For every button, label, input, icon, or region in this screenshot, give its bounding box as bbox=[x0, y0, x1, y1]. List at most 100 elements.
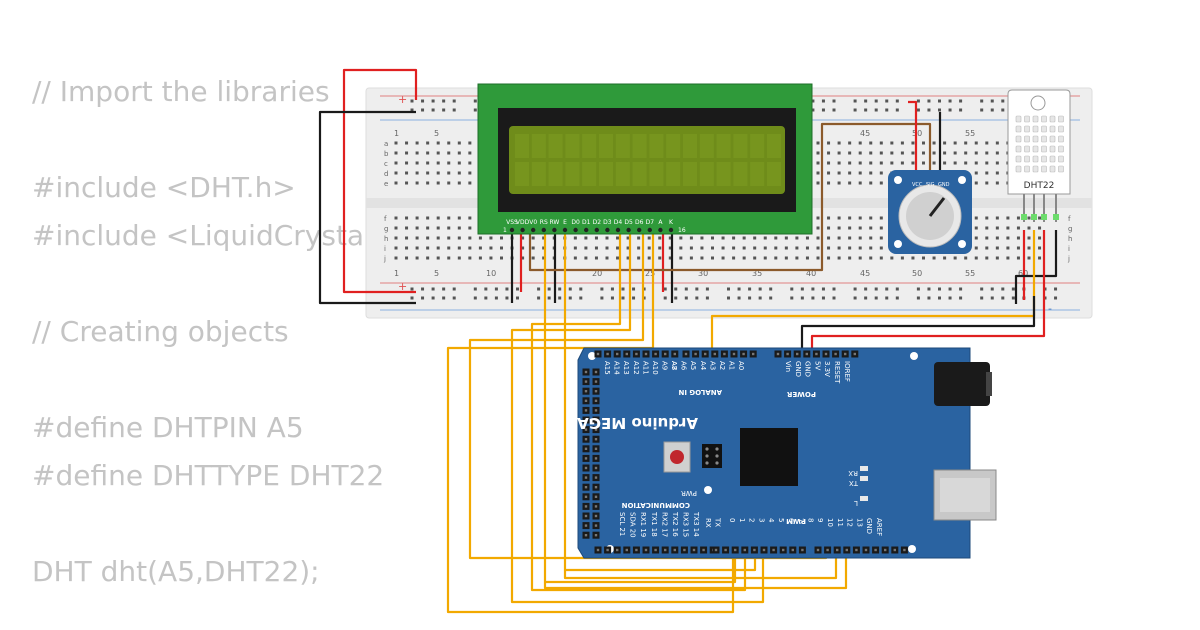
potentiometer: VCC SIG GND bbox=[888, 170, 972, 254]
mega-pin-label: SCL 21 bbox=[618, 512, 626, 536]
mega-pin-label: TX bbox=[714, 517, 722, 527]
code-line: #include <DHT.h> bbox=[32, 171, 296, 204]
column-number: 50 bbox=[912, 269, 922, 278]
mega-pin-label: 8 bbox=[806, 518, 814, 522]
code-line: // Creating objects bbox=[32, 315, 289, 348]
sensor-label: DHT22 bbox=[1024, 181, 1055, 191]
wire-orange-dht-data bbox=[710, 230, 1036, 352]
mega-pin-label: AREF bbox=[875, 518, 883, 536]
lcd-pin-label: D5 bbox=[624, 219, 633, 226]
row-letter: h bbox=[384, 235, 388, 243]
led-label-tx: TX bbox=[849, 479, 859, 487]
column-number: 5 bbox=[434, 269, 439, 278]
column-number: 25 bbox=[645, 269, 655, 278]
mega-pin-label: A8 bbox=[670, 361, 678, 370]
wire-black-mega-gnd bbox=[800, 296, 1036, 352]
lcd-pin-label: D4 bbox=[614, 219, 623, 226]
wire-orange-extra-2 bbox=[543, 548, 848, 590]
arduino-mega-board: Arduino MEGA ANALOG IN POWER COMMUNICATI… bbox=[577, 347, 997, 559]
row-letter: g bbox=[1068, 225, 1072, 233]
lcd-pin-label: D7 bbox=[646, 219, 655, 226]
mega-pin-label: A11 bbox=[641, 361, 649, 375]
power-header-label: POWER bbox=[786, 390, 816, 398]
mega-pin-label: 4 bbox=[767, 518, 775, 523]
column-number: 55 bbox=[965, 269, 975, 278]
rail-plus-label: + bbox=[398, 280, 407, 293]
mega-pin-label: 6 bbox=[787, 518, 795, 523]
mega-pin-label: Vin bbox=[784, 361, 792, 372]
wire-orange-lcd-d5 bbox=[510, 230, 765, 604]
mega-pin-label: IOREF bbox=[843, 361, 851, 382]
mega-pin-label: A12 bbox=[632, 361, 640, 375]
mega-pin-label: 7 bbox=[797, 518, 805, 522]
column-number: 40 bbox=[806, 269, 816, 278]
wire-orange-extra-1 bbox=[563, 548, 838, 580]
analog-header-label: ANALOG IN bbox=[678, 388, 722, 396]
dht22-vent-grid bbox=[1015, 115, 1064, 173]
lcd-pin-label: D2 bbox=[593, 219, 602, 226]
mega-pin-label: 10 bbox=[826, 518, 834, 527]
mega-pin-label: RX2 17 bbox=[660, 512, 668, 537]
mega-pin-label: 5 bbox=[777, 518, 785, 522]
row-letter: j bbox=[1067, 255, 1070, 263]
lcd-pin-label: D0 bbox=[571, 219, 580, 226]
column-number: 35 bbox=[752, 269, 762, 278]
mega-pin-label: GND bbox=[804, 361, 812, 377]
communication-header-label: COMMUNICATION bbox=[621, 501, 690, 509]
column-number: 1 bbox=[394, 269, 399, 278]
lcd-first-pin: 1 bbox=[503, 227, 507, 234]
lcd-pin-label: D6 bbox=[635, 219, 644, 226]
code-overlay: // Import the libraries #include <DHT.h>… bbox=[32, 68, 482, 596]
mega-pin-label: RX bbox=[704, 518, 712, 528]
mega-pin-label: TX2 16 bbox=[671, 511, 679, 537]
pot-pin-label: VCC bbox=[912, 182, 923, 188]
wire-red-pot-vcc bbox=[908, 100, 918, 175]
mega-pin-label: A5 bbox=[689, 361, 697, 370]
wire-orange-lcd-d7 bbox=[446, 230, 735, 614]
code-line: #define DHTPIN A5 bbox=[32, 411, 304, 444]
code-line: DHT dht(A5,DHT22); bbox=[32, 555, 320, 588]
mega-pin-label: A2 bbox=[718, 361, 726, 370]
code-line: // Import the libraries bbox=[32, 75, 330, 108]
mega-pin-label: A15 bbox=[603, 361, 611, 375]
mega-pin-label: RESET bbox=[833, 361, 841, 384]
wire-red-left-rail bbox=[342, 68, 418, 294]
pwr-label: PWR bbox=[681, 489, 697, 497]
row-letter: e bbox=[384, 180, 388, 188]
mega-pin-label: 9 bbox=[816, 518, 824, 522]
mega-pin-label: 1 bbox=[738, 518, 746, 522]
column-number: 20 bbox=[592, 269, 602, 278]
led-label-rx: RX bbox=[848, 469, 858, 477]
mega-pin-label: A3 bbox=[708, 361, 716, 370]
mega-pin-label: 0 bbox=[728, 518, 736, 522]
column-number: 1 bbox=[394, 129, 399, 138]
lcd-character-cells bbox=[515, 134, 781, 186]
mega-pin-label: 3.3V bbox=[823, 361, 831, 377]
mega-pin-label: RX1 19 bbox=[639, 512, 647, 537]
mega-pin-label: A13 bbox=[622, 361, 630, 375]
board-title: Arduino MEGA bbox=[577, 414, 698, 432]
column-number: 55 bbox=[965, 129, 975, 138]
mega-pin-label: 13 bbox=[855, 518, 863, 527]
wire-brown-v0-pot bbox=[528, 122, 932, 272]
mega-pin-label: A14 bbox=[613, 361, 621, 375]
row-letter: a bbox=[384, 140, 388, 148]
mega-pin-headers bbox=[582, 350, 908, 554]
dht22-sensor: DHT22 bbox=[1007, 89, 1071, 222]
mega-pin-label: TX1 18 bbox=[650, 511, 658, 537]
mega-pin-label: GND bbox=[865, 518, 873, 534]
wire-black-left-rail bbox=[318, 110, 416, 305]
mega-pin-label: TX3 14 bbox=[692, 511, 700, 537]
wire-orange-lcd-d4 bbox=[530, 230, 747, 592]
lcd-pin-label: A bbox=[658, 219, 663, 226]
pot-pin-label: GND bbox=[938, 182, 950, 188]
lcd-pin-label: RW bbox=[549, 219, 559, 226]
lcd-pin-label: D1 bbox=[582, 219, 591, 226]
mega-pin-label: RX3 15 bbox=[682, 512, 690, 537]
rail-plus-label: + bbox=[398, 93, 407, 106]
mega-pin-label: A1 bbox=[728, 361, 736, 370]
lcd-pin-label: VDD bbox=[516, 219, 530, 226]
